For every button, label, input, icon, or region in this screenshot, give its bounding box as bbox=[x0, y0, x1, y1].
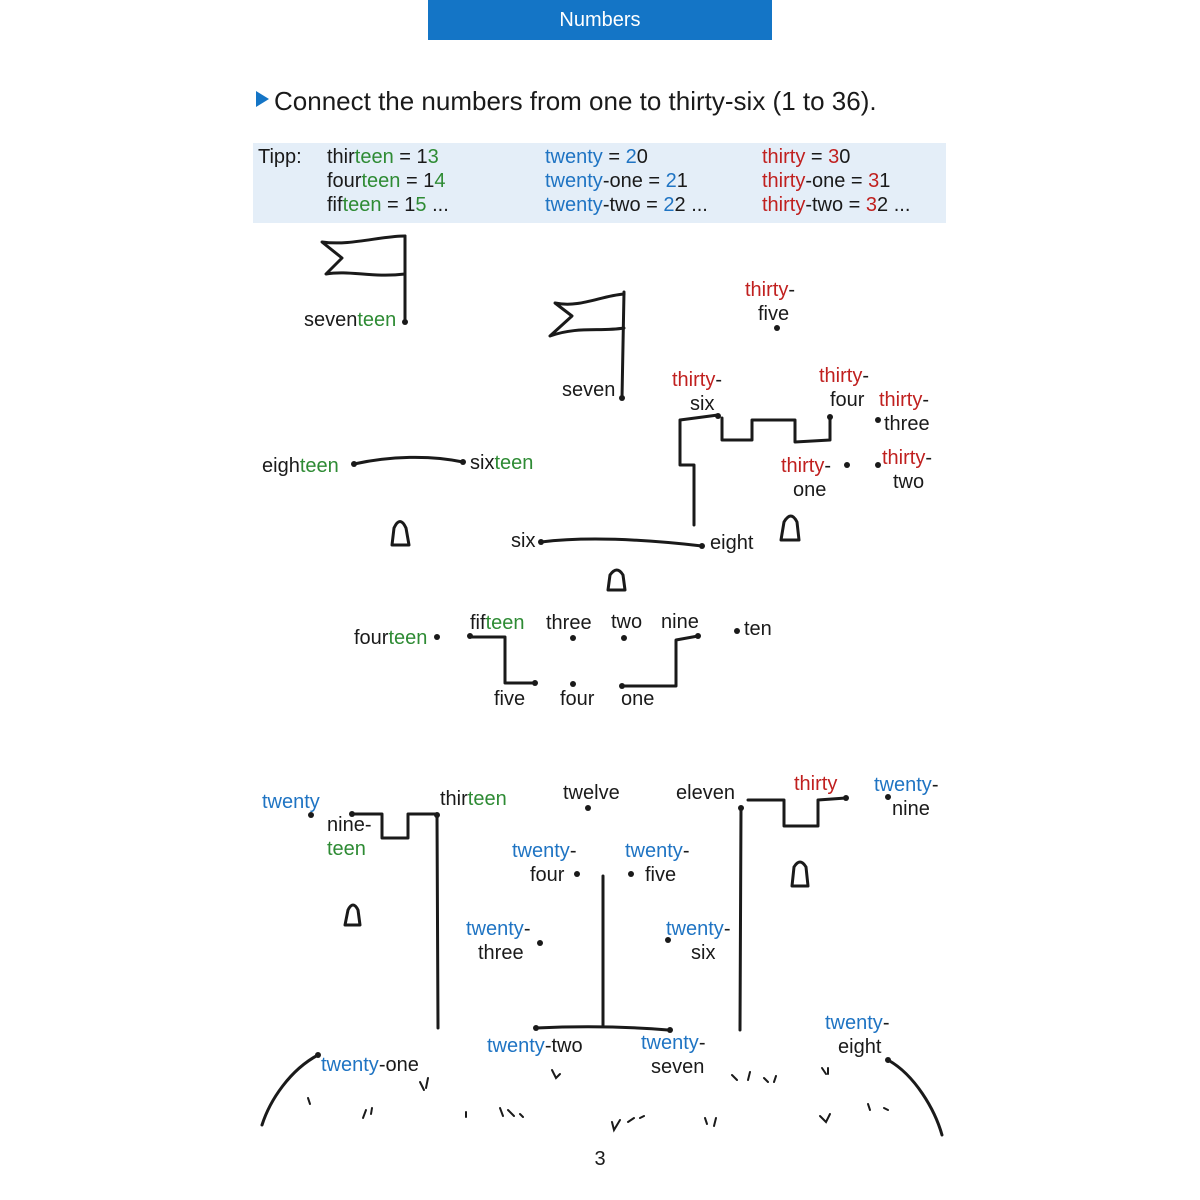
label-four: four bbox=[560, 688, 595, 710]
label-thirty-five-b: five bbox=[758, 303, 790, 325]
line-twenty-two-twenty-seven bbox=[534, 1025, 670, 1032]
label-seventeen: seventeen bbox=[304, 309, 397, 331]
label-twenty-four-b: four bbox=[530, 864, 565, 886]
tip-fifteen: fifteen = 15 ... bbox=[327, 194, 449, 216]
label-twenty-one: twenty-one bbox=[321, 1054, 419, 1076]
battlement-right bbox=[720, 416, 832, 444]
tip-twenty-one: twenty-one = 21 bbox=[545, 170, 688, 192]
label-six: six bbox=[511, 530, 536, 552]
label-thirty-three-b: three bbox=[884, 413, 930, 435]
label-ten: ten bbox=[744, 618, 772, 640]
label-thirteen: thirteen bbox=[440, 788, 507, 810]
label-twenty-three-b: three bbox=[478, 942, 524, 964]
tower-right-outline bbox=[678, 413, 720, 527]
battlement-top-right bbox=[746, 796, 848, 828]
label-twenty-four-a: twenty- bbox=[512, 840, 577, 862]
dots bbox=[308, 319, 891, 1063]
play-triangle-icon bbox=[256, 91, 269, 107]
label-eleven: eleven bbox=[676, 782, 735, 804]
label-three: three bbox=[546, 612, 592, 634]
label-seven: seven bbox=[562, 379, 616, 401]
label-nineteen-a: nine- bbox=[327, 814, 372, 836]
label-twenty-nine-b: nine bbox=[892, 798, 930, 820]
window-4 bbox=[343, 903, 362, 927]
section-title: Numbers bbox=[559, 8, 641, 31]
label-sixteen: sixteen bbox=[470, 452, 534, 474]
label-thirty-one-a: thirty- bbox=[781, 455, 832, 477]
label-twenty-seven-b: seven bbox=[651, 1056, 705, 1078]
label-twenty-six-b: six bbox=[691, 942, 716, 964]
tip-thirty-two: thirty-two = 32 ... bbox=[762, 194, 911, 216]
label-eighteen: eighteen bbox=[262, 455, 339, 477]
label-twenty-five-a: twenty- bbox=[625, 840, 690, 862]
line-one-nine bbox=[620, 634, 700, 688]
label-thirty-one-b: one bbox=[793, 479, 827, 501]
flag-pole-middle bbox=[620, 290, 626, 400]
label-twenty-nine-a: twenty- bbox=[874, 774, 939, 796]
label-thirty-six-a: thirty- bbox=[672, 369, 723, 391]
grass-tufts bbox=[307, 1067, 889, 1133]
label-twenty-five-b: five bbox=[645, 864, 677, 886]
label-thirty-two-a: thirty- bbox=[882, 447, 933, 469]
label-two: two bbox=[611, 611, 643, 633]
label-five: five bbox=[494, 688, 526, 710]
label-thirty-four-a: thirty- bbox=[819, 365, 870, 387]
tip-twenty-two: twenty-two = 22 ... bbox=[545, 194, 708, 216]
label-nineteen-b: teen bbox=[327, 838, 366, 860]
tip-fourteen: fourteen = 14 bbox=[327, 170, 446, 192]
label-fourteen: fourteen bbox=[354, 627, 428, 649]
battlement-left bbox=[350, 812, 438, 840]
label-twenty-two: twenty-two bbox=[487, 1035, 583, 1057]
flag-left bbox=[320, 234, 407, 277]
window-5 bbox=[790, 860, 810, 888]
tower-right-wall bbox=[738, 806, 743, 1032]
label-nine: nine bbox=[661, 611, 699, 633]
tip-twenty: twenty = 20 bbox=[545, 146, 648, 168]
hill-left bbox=[260, 1053, 320, 1127]
label-one: one bbox=[621, 688, 655, 710]
line-six-eight bbox=[539, 537, 704, 548]
line-eighteen-sixteen bbox=[352, 455, 465, 466]
label-twenty-eight-b: eight bbox=[838, 1036, 882, 1058]
tip-box: Tipp: thirteen = 13 fourteen = 14 fiftee… bbox=[253, 143, 946, 223]
label-thirty-two-b: two bbox=[893, 471, 925, 493]
label-eight: eight bbox=[710, 532, 754, 554]
tip-label: Tipp: bbox=[258, 146, 302, 168]
tip-thirty: thirty = 30 bbox=[762, 146, 851, 168]
hill-right bbox=[886, 1058, 944, 1137]
label-thirty-six-b: six bbox=[690, 393, 715, 415]
flag-middle bbox=[548, 292, 626, 338]
label-twenty-seven-a: twenty- bbox=[641, 1032, 706, 1054]
instruction: Connect the numbers from one to thirty-s… bbox=[256, 86, 877, 117]
page-number: 3 bbox=[594, 1148, 606, 1170]
label-thirty: thirty bbox=[794, 773, 838, 795]
tip-thirteen: thirteen = 13 bbox=[327, 146, 439, 168]
label-twenty: twenty bbox=[262, 791, 320, 813]
label-twenty-six-a: twenty- bbox=[666, 918, 731, 940]
label-fifteen: fifteen bbox=[470, 612, 525, 634]
window-1 bbox=[390, 520, 411, 547]
label-thirty-three-a: thirty- bbox=[879, 389, 930, 411]
label-twelve: twelve bbox=[563, 782, 620, 804]
line-fifteen-five bbox=[468, 635, 537, 685]
window-2 bbox=[779, 514, 801, 542]
instruction-text: Connect the numbers from one to thirty-s… bbox=[274, 86, 877, 116]
label-twenty-three-a: twenty- bbox=[466, 918, 531, 940]
tip-thirty-one: thirty-one = 31 bbox=[762, 170, 891, 192]
section-header: Numbers bbox=[428, 0, 772, 40]
label-thirty-five-a: thirty- bbox=[745, 279, 796, 301]
label-twenty-eight-a: twenty- bbox=[825, 1012, 890, 1034]
tower-left-wall bbox=[435, 813, 440, 1030]
label-thirty-four-b: four bbox=[830, 389, 865, 411]
window-3 bbox=[606, 568, 627, 592]
